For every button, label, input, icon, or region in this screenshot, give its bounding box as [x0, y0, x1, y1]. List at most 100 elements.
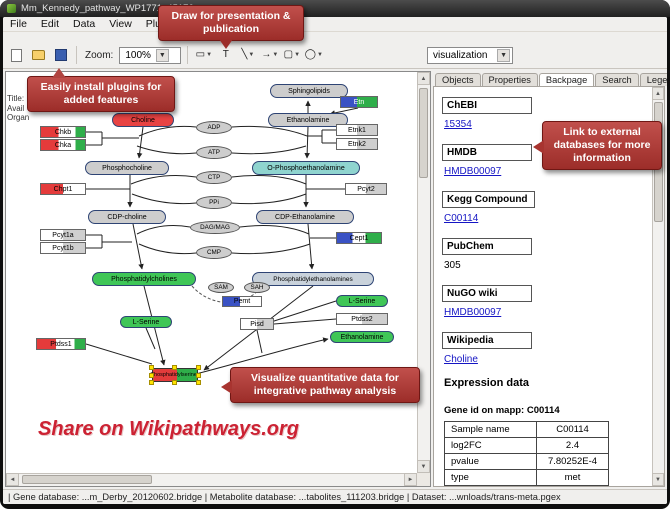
node-chpt1[interactable]: Chpt1	[40, 183, 86, 195]
canvas-horizontal-scrollbar[interactable]: ◄ ►	[6, 473, 417, 486]
node-label: Chka	[54, 141, 72, 149]
node-label: Ptdss2	[351, 315, 373, 323]
tab-properties[interactable]: Properties	[481, 73, 538, 86]
node-chkb[interactable]: Chkb	[40, 126, 86, 138]
selection-handle[interactable]	[149, 365, 154, 370]
node-label: Cept1	[349, 234, 369, 242]
selection-handle[interactable]	[172, 380, 177, 385]
db-link[interactable]: Choline	[444, 354, 478, 365]
new-file-button[interactable]	[7, 46, 26, 64]
node-phosphocholine[interactable]: Phosphocholine	[85, 161, 169, 175]
db-section-kegg: Kegg Compound C00114	[442, 189, 646, 224]
node-choline[interactable]: Choline	[112, 113, 174, 127]
scroll-right-icon[interactable]: ►	[404, 473, 417, 486]
tab-legend[interactable]: Legend	[639, 73, 667, 86]
node-sphingolipids[interactable]: Sphingolipids	[270, 84, 348, 98]
node-sah[interactable]: SAH	[244, 282, 270, 293]
db-link[interactable]: HMDB00097	[444, 307, 502, 318]
node-label: CMP	[207, 249, 221, 256]
canvas-vertical-scrollbar[interactable]: ▲ ▼	[417, 72, 430, 473]
line-tool-button[interactable]: ╲▼	[238, 46, 257, 64]
pathway-canvas[interactable]: Title: Avail Organ	[5, 71, 431, 487]
open-file-button[interactable]	[29, 46, 48, 64]
node-ptdss1[interactable]: Ptdss1	[36, 338, 86, 350]
selection-handle[interactable]	[196, 373, 201, 378]
tab-objects[interactable]: Objects	[435, 73, 481, 86]
node-chka[interactable]: Chka	[40, 139, 86, 151]
scroll-up-icon[interactable]: ▲	[417, 72, 430, 85]
tab-search[interactable]: Search	[595, 73, 639, 86]
scroll-up-icon[interactable]: ▲	[652, 87, 664, 100]
node-pcyt1b[interactable]: Pcyt1b	[40, 242, 86, 254]
node-label: Phosphatidylcholines	[111, 275, 177, 283]
node-cdp-ethanolamine[interactable]: CDP-Ethanolamine	[256, 210, 354, 224]
pathway-drawing[interactable]: Title: Avail Organ	[6, 72, 417, 473]
oval-icon: ◯	[304, 49, 316, 60]
node-cdp-choline[interactable]: CDP-choline	[88, 210, 166, 224]
selection-handle[interactable]	[196, 380, 201, 385]
label-tool-button[interactable]: T	[216, 46, 235, 64]
horizontal-scroll-thumb[interactable]	[22, 475, 152, 484]
chevron-down-icon: ▼	[206, 52, 213, 58]
table-cell: Sample name	[444, 421, 537, 438]
tab-backpage[interactable]: Backpage	[538, 73, 595, 87]
db-link[interactable]: HMDB00097	[444, 166, 502, 177]
menu-data[interactable]: Data	[73, 18, 96, 30]
node-l-serine-left[interactable]: L-Serine	[120, 316, 172, 328]
db-link[interactable]: 15354	[444, 119, 472, 130]
node-etnk1[interactable]: Etnk1	[336, 124, 378, 136]
vertical-scroll-thumb[interactable]	[419, 88, 428, 178]
save-button[interactable]	[51, 46, 70, 64]
node-l-serine-right[interactable]: L-Serine	[336, 295, 388, 307]
title-bar[interactable]: Mm_Kennedy_pathway_WP1771_45176.gp...	[0, 0, 670, 17]
node-ethanolamine[interactable]: Ethanolamine	[268, 113, 348, 127]
node-cept1[interactable]: Cept1	[336, 232, 382, 244]
node-phosphatidylethanolamines[interactable]: Phosphatidylethanolamines	[252, 272, 374, 286]
visualization-combobox[interactable]: visualization ▼	[427, 47, 513, 64]
rect-tool-button[interactable]: ▢▼	[282, 46, 301, 64]
selection-handle[interactable]	[172, 365, 177, 370]
node-pcyt1a[interactable]: Pcyt1a	[40, 229, 86, 241]
zoom-combobox[interactable]: 100% ▼	[119, 47, 182, 64]
scrollbar-corner	[417, 473, 430, 486]
backpage-panel: ChEBI 15354 HMDB HMDB00097 Kegg Compound…	[433, 86, 665, 487]
line-icon: ╲	[241, 49, 248, 60]
scroll-left-icon[interactable]: ◄	[6, 473, 19, 486]
db-section-chebi: ChEBI 15354	[442, 95, 646, 130]
scroll-down-icon[interactable]: ▼	[417, 460, 430, 473]
node-adp[interactable]: ADP	[196, 121, 232, 134]
chevron-down-icon: ▼	[497, 49, 510, 62]
node-phosphatidylcholines[interactable]: Phosphatidylcholines	[92, 272, 196, 286]
node-pcyt2[interactable]: Pcyt2	[345, 183, 387, 195]
node-phosphatidylserines-selected[interactable]: Phosphatidylserines	[149, 365, 201, 385]
node-pemt[interactable]: Pemt	[222, 296, 262, 307]
selection-handle[interactable]	[149, 373, 154, 378]
node-ptdss2[interactable]: Ptdss2	[336, 313, 388, 325]
node-etnk2[interactable]: Etnk2	[336, 138, 378, 150]
selection-handle[interactable]	[149, 380, 154, 385]
db-link[interactable]: C00114	[444, 213, 479, 224]
node-ctp[interactable]: CTP	[196, 171, 232, 184]
menu-file[interactable]: File	[10, 18, 27, 30]
oval-tool-button[interactable]: ◯▼	[304, 46, 323, 64]
node-sam[interactable]: SAM	[208, 282, 234, 293]
callout-visualize: Visualize quantitative data for integrat…	[221, 367, 420, 404]
selection-handle[interactable]	[196, 365, 201, 370]
node-dag-mag[interactable]: DAG/MAG	[190, 221, 240, 234]
node-o-phosphoethanolamine[interactable]: O-Phosphoethanolamine	[252, 161, 360, 175]
node-etn[interactable]: Etn	[340, 96, 378, 108]
db-header: ChEBI	[442, 97, 532, 114]
arrow-tool-button[interactable]: →▼	[260, 46, 279, 64]
menu-view[interactable]: View	[109, 18, 132, 30]
node-cmp[interactable]: CMP	[196, 246, 232, 259]
scroll-down-icon[interactable]: ▼	[652, 473, 664, 486]
node-ethanolamine-bottom[interactable]: Ethanolamine	[330, 331, 394, 343]
datanode-tool-button[interactable]: ▭▼	[194, 46, 213, 64]
callout-pointer-icon	[219, 39, 233, 50]
node-ppi[interactable]: PPi	[196, 196, 232, 209]
node-atp[interactable]: ATP	[196, 146, 232, 159]
table-cell: met	[536, 469, 609, 486]
menu-edit[interactable]: Edit	[40, 18, 60, 30]
expression-data-title: Expression data	[444, 377, 529, 389]
node-pisd[interactable]: Pisd	[240, 318, 274, 330]
